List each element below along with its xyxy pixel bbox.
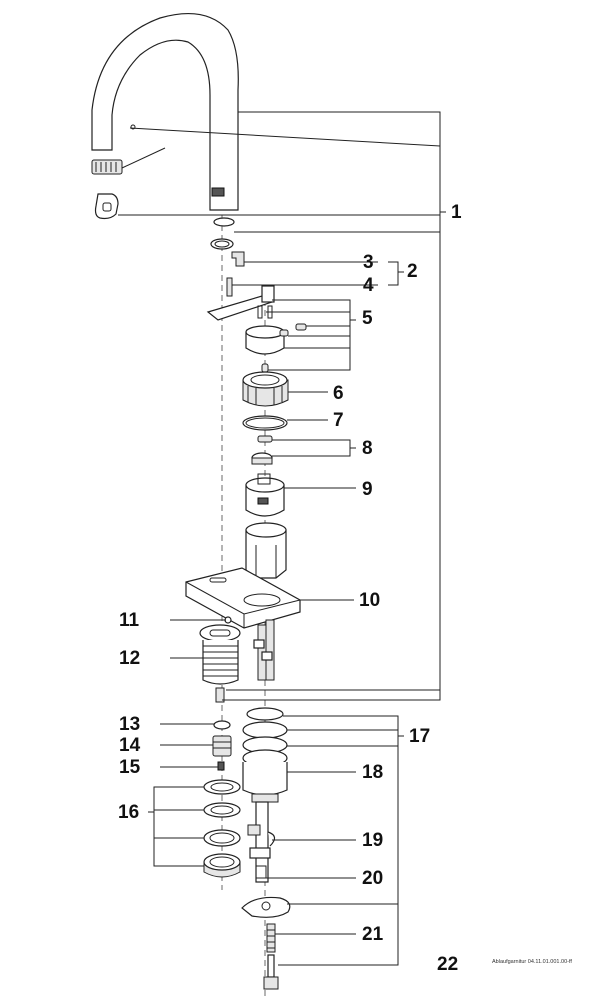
o-ring-spout [210, 238, 234, 250]
part-label-11: 11 [119, 610, 140, 631]
cartridge-sleeve [245, 522, 287, 579]
part-label-2: 2 [407, 261, 418, 282]
cartridge-nut [242, 371, 289, 407]
drain-rod [247, 801, 276, 883]
stop-ring [257, 435, 273, 443]
spout-base-ring [213, 217, 235, 227]
bracket-3 [231, 251, 245, 267]
part-label-16: 16 [118, 802, 140, 823]
seal-rings-16 [203, 779, 241, 878]
drain-clip [241, 896, 291, 918]
part-label-6: 6 [333, 383, 344, 404]
part-label-18: 18 [362, 762, 384, 783]
part-label-7: 7 [333, 410, 344, 431]
limiter-disc [251, 452, 273, 465]
part-label-9: 9 [362, 479, 373, 500]
part-label-19: 19 [362, 830, 384, 851]
part-label-20: 20 [362, 868, 384, 889]
bolt-small [215, 687, 225, 703]
cartridge [245, 473, 285, 517]
drain-set-footnote: Ablaufgarnitur 04.11.01.001.00-ff [492, 959, 572, 965]
leader-lines [118, 111, 446, 966]
threaded-mounting-stud [199, 624, 241, 685]
pin-15 [217, 761, 225, 771]
o-ring-7 [242, 415, 288, 431]
aerator [91, 159, 123, 175]
part-label-5: 5 [362, 308, 373, 329]
part-label-4: 4 [363, 275, 374, 296]
part-label-22: 22 [437, 954, 459, 975]
part-label-12: 12 [119, 648, 141, 669]
part-label-17: 17 [409, 726, 431, 747]
part-label-14: 14 [119, 735, 141, 756]
washer-13 [213, 720, 231, 730]
drain-screw [263, 954, 279, 990]
part-label-15: 15 [119, 757, 141, 778]
part-label-21: 21 [362, 924, 384, 945]
lever-handle [206, 285, 307, 373]
pin-4 [226, 277, 233, 297]
part-label-10: 10 [359, 590, 381, 611]
spring-21 [266, 923, 276, 953]
part-label-8: 8 [362, 438, 373, 459]
aerator-key [94, 193, 119, 220]
nut-14 [212, 735, 232, 757]
spout-body [91, 12, 239, 211]
supply-hoses [253, 619, 275, 681]
part-label-1: 1 [451, 202, 462, 223]
base-plate [185, 567, 301, 629]
drain-assembly [242, 707, 288, 803]
part-label-13: 13 [119, 714, 141, 735]
part-label-3: 3 [363, 252, 374, 273]
